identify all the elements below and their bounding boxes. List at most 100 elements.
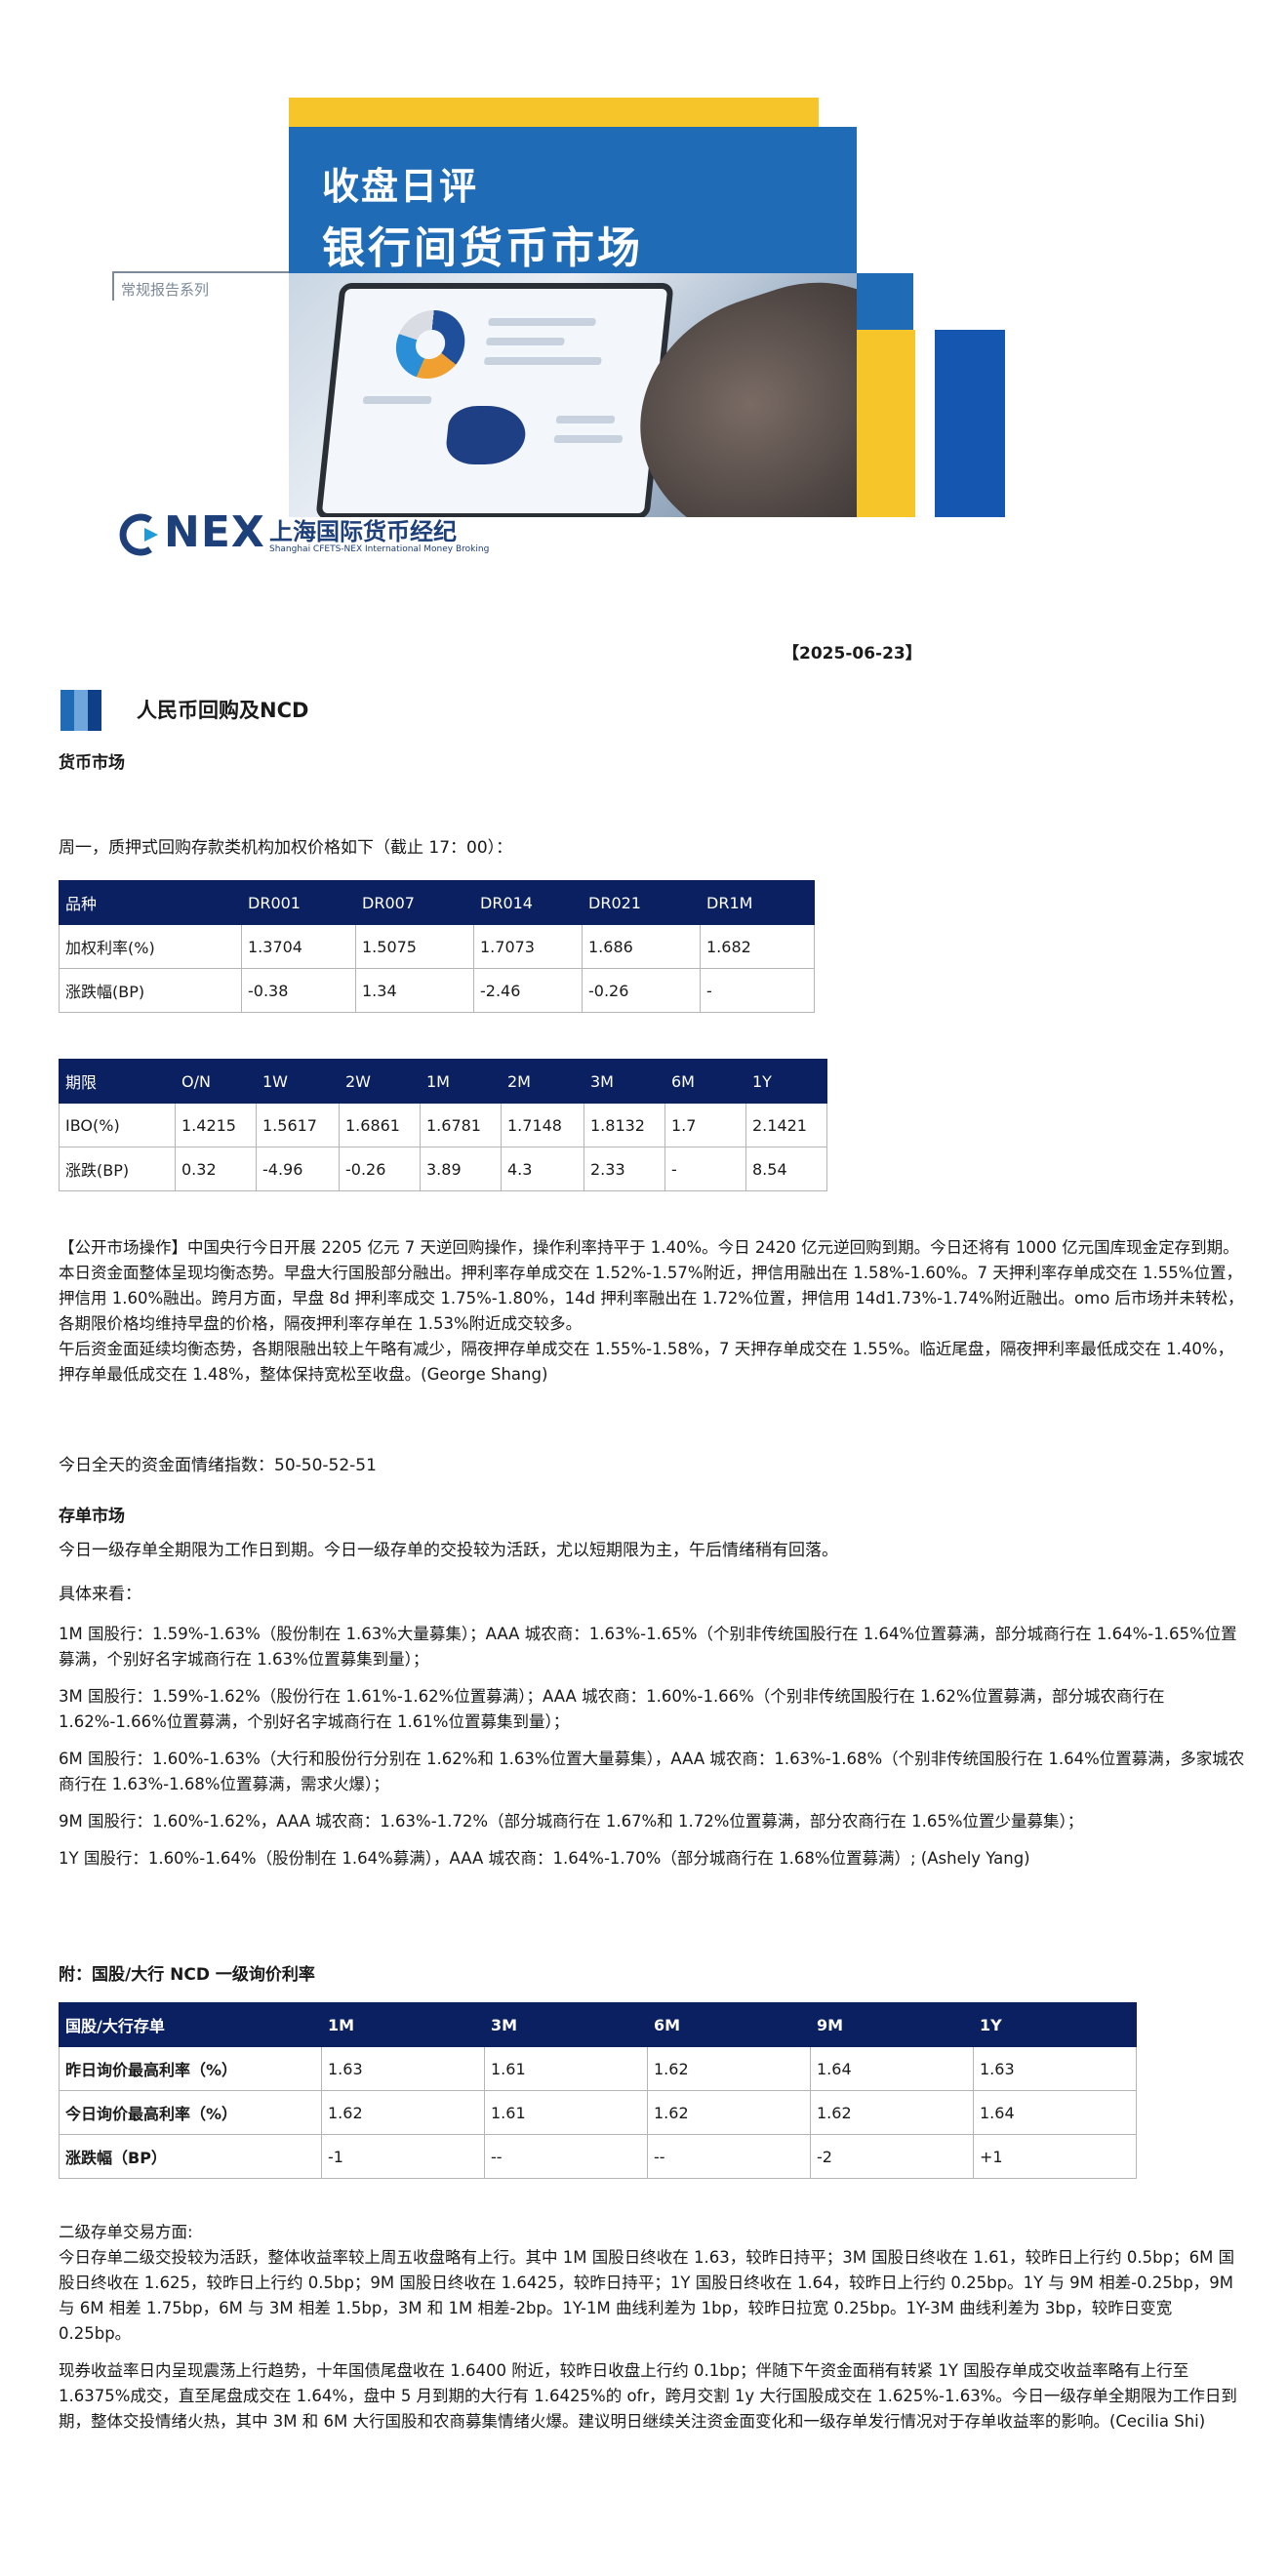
table-cell: -2 [810,2134,974,2179]
table-row: 涨跌幅(BP) -0.38 1.34 -2.46 -0.26 - [59,968,815,1013]
table-header-row: 期限 O/N 1W 2W 1M 2M 3M 6M 1Y [59,1059,827,1104]
paragraph: 本日资金面整体呈现均衡态势。早盘大行国股部分融出。押利率存单成交在 1.52%-… [59,1264,1244,1333]
ui-line [485,338,565,345]
ncd-heading: 附：国股/大行 NCD 一级询价利率 [59,1965,315,1985]
logo-english-name: Shanghai CFETS-NEX International Money B… [269,544,490,554]
secondary-market-commentary: 二级存单交易方面: 今日存单二级交投较为活跃，整体收益率较上周五收盘略有上行。其… [59,2220,1249,2435]
map-icon [444,406,529,464]
table-cell: 涨跌幅(BP) [59,968,242,1013]
banner-title-block [289,127,857,273]
ui-line [483,357,602,365]
paragraph: 今日存单二级交投较为活跃，整体收益率较上周五收盘略有上行。其中 1M 国股日终收… [59,2248,1235,2343]
list-item: 1M 国股行：1.59%-1.63%（股份制在 1.63%大量募集）；AAA 城… [59,1625,1237,1669]
table-cell: 2.1421 [745,1103,827,1147]
table-cell: 涨跌(BP) [59,1147,176,1191]
table-row: 加权利率(%) 1.3704 1.5075 1.7073 1.686 1.682 [59,924,815,969]
table-cell: 1.5617 [256,1103,340,1147]
table-cell: 1.3704 [241,924,356,969]
table-header-cell: 2M [501,1059,584,1104]
table-cell: 1.6781 [420,1103,502,1147]
cd-market-heading: 存单市场 [59,1507,125,1526]
list-item: 6M 国股行：1.60%-1.63%（大行和股份行分别在 1.62%和 1.63… [59,1750,1245,1793]
logo-chinese-name: 上海国际货币经纪 [269,518,457,545]
section-icon [60,690,105,731]
table-row-label: 昨日询价最高利率（%） [59,2046,322,2091]
table-header-cell: 1M [321,2002,485,2047]
table-cell: +1 [973,2134,1137,2179]
table-header-cell: DR001 [241,880,356,925]
table-header-cell: 1Y [745,1059,827,1104]
cd-market-intro: 今日一级存单全期限为工作日到期。今日一级存单的交投较为活跃，尤以短期限为主，午后… [59,1541,838,1560]
table-cell: 1.686 [582,924,701,969]
table-row: 涨跌幅（BP） -1 -- -- -2 +1 [59,2134,1137,2179]
table-cell: 1.34 [355,968,474,1013]
money-market-intro: 周一，质押式回购存款类机构加权价格如下（截止 17：00）： [59,838,513,858]
table-row: IBO(%) 1.4215 1.5617 1.6861 1.6781 1.714… [59,1103,827,1147]
table-header-cell: 6M [664,1059,746,1104]
table-cell: 4.3 [501,1147,584,1191]
table-cell: - [700,968,815,1013]
table-header-cell: 3M [484,2002,648,2047]
table-header-cell: 国股/大行存单 [59,2002,322,2047]
table-cell: 1.63 [321,2046,485,2091]
banner-yellow-strip [857,330,915,517]
table-cell: 1.62 [321,2090,485,2135]
table-cell: 1.62 [810,2090,974,2135]
cd-item-list: 1M 国股行：1.59%-1.63%（股份制在 1.63%大量募集）；AAA 城… [59,1622,1249,1872]
table-row: 今日询价最高利率（%） 1.62 1.61 1.62 1.62 1.64 [59,2090,1137,2135]
table-row: 涨跌(BP) 0.32 -4.96 -0.26 3.89 4.3 2.33 - … [59,1147,827,1191]
table-cell: -- [647,2134,811,2179]
table-cell: 1.7148 [501,1103,584,1147]
list-item: 1Y 国股行：1.60%-1.64%（股份制在 1.64%募满），AAA 城农商… [59,1849,1030,1868]
table-cell: 1.4215 [175,1103,257,1147]
table-cell: 加权利率(%) [59,924,242,969]
table-cell: 1.8132 [584,1103,665,1147]
series-divider [112,271,289,273]
series-label: 常规报告系列 [121,281,210,299]
table-row: 昨日询价最高利率（%） 1.63 1.61 1.62 1.64 1.63 [59,2046,1137,2091]
paragraph: 【公开市场操作】中国央行今日开展 2205 亿元 7 天逆回购操作，操作利率持平… [59,1238,1239,1257]
table-cell: -1 [321,2134,485,2179]
ui-line [553,435,624,443]
logo-wordmark: NEX [164,507,265,557]
banner-photo [289,273,857,517]
section-title: 人民币回购及NCD [137,699,309,722]
list-item: 9M 国股行：1.60%-1.62%，AAA 城农商：1.63%-1.72%（部… [59,1812,1084,1831]
table-cell: 1.63 [973,2046,1137,2091]
donut-chart-icon [392,310,468,379]
nex-logo-icon [119,513,158,556]
table-header-cell: 1W [256,1059,340,1104]
table-cell: 1.61 [484,2090,648,2135]
report-banner: 收盘日评 银行间货币市场 常规报告系列 NEX 上海国际货币经纪 Shangha… [0,0,1288,585]
table-cell: 1.61 [484,2046,648,2091]
table-cell: 1.62 [647,2090,811,2135]
table-cell: -0.38 [241,968,356,1013]
table-header-cell: 1Y [973,2002,1137,2047]
table-header-cell: DR007 [355,880,474,925]
table-header-cell: 9M [810,2002,974,2047]
table-header-cell: 6M [647,2002,811,2047]
ibo-rate-table: 期限 O/N 1W 2W 1M 2M 3M 6M 1Y IBO(%) 1.421… [59,1059,827,1191]
table-cell: -2.46 [473,968,583,1013]
table-cell: IBO(%) [59,1103,176,1147]
secondary-heading: 二级存单交易方面: [59,2223,193,2241]
table-cell: 1.62 [647,2046,811,2091]
banner-title-line2: 银行间货币市场 [322,223,643,273]
ui-line [555,416,616,423]
nex-logo: NEX 上海国际货币经纪 Shanghai CFETS-NEX Internat… [115,507,489,566]
table-header-cell: 期限 [59,1059,176,1104]
table-cell: 1.7073 [473,924,583,969]
table-cell: 2.33 [584,1147,665,1191]
table-header-row: 国股/大行存单 1M 3M 6M 9M 1Y [59,2002,1137,2047]
money-market-commentary: 【公开市场操作】中国央行今日开展 2205 亿元 7 天逆回购操作，操作利率持平… [59,1235,1249,1388]
table-cell: -- [484,2134,648,2179]
table-cell: 1.5075 [355,924,474,969]
paragraph: 现券收益率日内呈现震荡上行趋势，十年国债尾盘收在 1.6400 附近，较昨日收盘… [59,2361,1237,2431]
paragraph: 午后资金面延续均衡态势，各期限融出较上午略有减少，隔夜押存单成交在 1.55%-… [59,1340,1234,1384]
table-cell: 1.64 [810,2046,974,2091]
table-header-cell: 3M [584,1059,665,1104]
table-header-cell: 2W [339,1059,421,1104]
ui-line [362,396,432,404]
report-date: 【2025-06-23】 [783,644,922,664]
table-cell: 1.7 [664,1103,746,1147]
